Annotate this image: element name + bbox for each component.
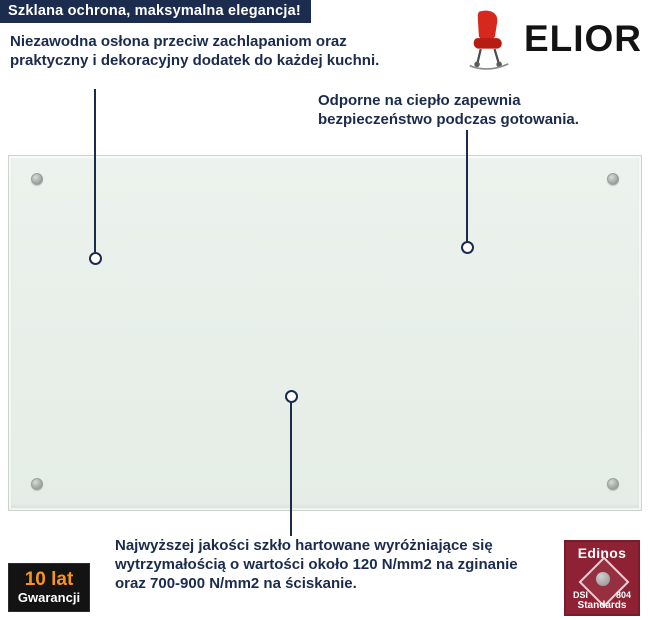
callout-point-left	[89, 252, 102, 265]
warranty-badge: 10 lat Gwarancji	[8, 563, 90, 612]
callout-line-bottom	[290, 402, 292, 536]
cert-standards-label: Standards	[577, 600, 627, 611]
callout-line-left	[94, 89, 96, 252]
mounting-screw-top-left	[31, 173, 43, 185]
warranty-years: 10 lat	[24, 568, 74, 590]
brand-logo: ELIOR	[466, 8, 642, 70]
warranty-label: Gwarancji	[17, 589, 81, 605]
feature-strength-text: Najwyższej jakości szkło hartowane wyróż…	[115, 537, 518, 592]
glass-panel-image	[8, 155, 642, 511]
callout-point-right	[461, 241, 474, 254]
callout-point-bottom	[285, 390, 298, 403]
cert-dsi-label: DSI	[573, 590, 589, 600]
feature-heat-text: Odporne na ciepło zapewnia bezpieczeństw…	[318, 92, 579, 128]
mounting-screw-top-right	[607, 173, 619, 185]
brand-name: ELIOR	[523, 18, 642, 59]
headline-banner: Szklana ochrona, maksymalna elegancja!	[0, 0, 311, 23]
cert-sphere-icon	[596, 572, 610, 586]
feature-splash-text: Niezawodna osłona przeciw zachlapaniom o…	[10, 33, 380, 69]
chair-icon	[466, 8, 512, 70]
cert-brand: Edinos	[577, 545, 627, 561]
callout-line-right	[466, 130, 468, 242]
mounting-screw-bottom-left	[31, 478, 43, 490]
certification-badge: Edinos DSI 804 Standards	[564, 540, 640, 616]
cert-number-label: 804	[615, 590, 631, 600]
mounting-screw-bottom-right	[607, 478, 619, 490]
